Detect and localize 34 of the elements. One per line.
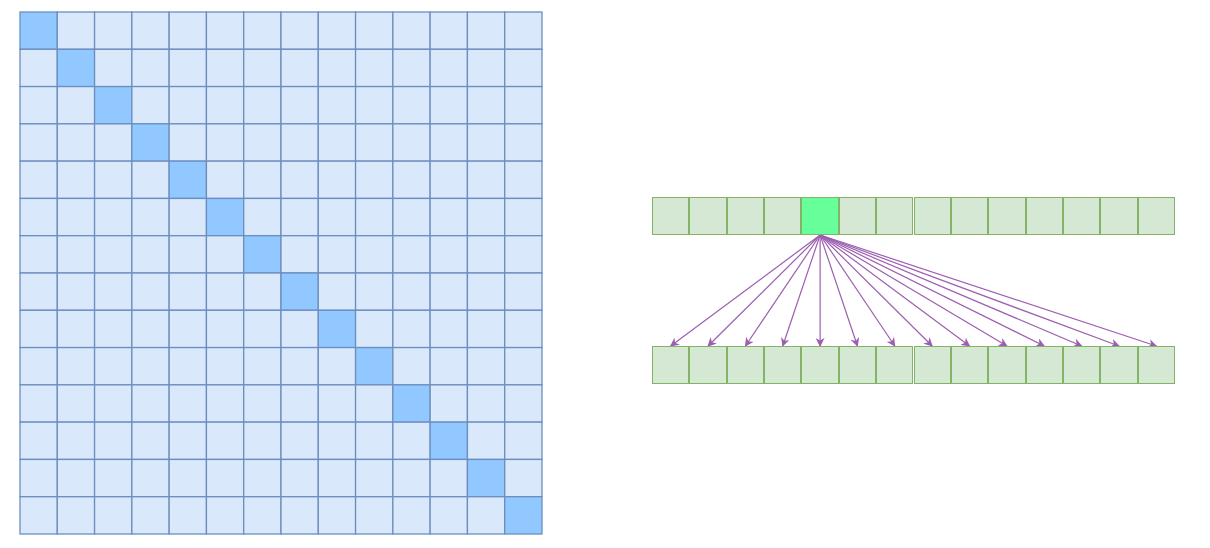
arrow	[819, 234, 896, 347]
cell-box	[652, 197, 690, 235]
cell-box	[913, 197, 951, 235]
cell-box	[876, 197, 914, 235]
cell-box	[988, 346, 1026, 384]
cell-box	[689, 197, 727, 235]
arrow	[819, 234, 860, 347]
cell-box	[876, 346, 914, 384]
cell-box	[988, 197, 1026, 235]
arrow	[707, 234, 821, 347]
cell-box	[950, 346, 989, 384]
cell-box	[1137, 197, 1175, 235]
cell-box	[689, 346, 727, 384]
cell-box	[838, 197, 877, 235]
cell-box	[950, 197, 989, 235]
arrow	[781, 234, 821, 347]
cell-box	[726, 346, 765, 384]
cell-box	[801, 346, 839, 384]
cell-box	[764, 346, 802, 384]
cell-box	[1100, 346, 1138, 384]
cell-box	[1100, 197, 1138, 235]
cell-box	[652, 346, 690, 384]
cell-box	[764, 197, 802, 235]
arrow	[669, 234, 821, 347]
cell-box	[1025, 197, 1063, 235]
cell-box	[1025, 346, 1063, 384]
arrow	[744, 234, 821, 347]
cell-box	[726, 197, 765, 235]
cell-box	[1062, 197, 1101, 235]
cell-box	[1062, 346, 1101, 384]
cell-box	[1137, 346, 1175, 384]
cell-box	[801, 197, 839, 235]
cell-box	[913, 346, 951, 384]
cell-box	[838, 346, 877, 384]
